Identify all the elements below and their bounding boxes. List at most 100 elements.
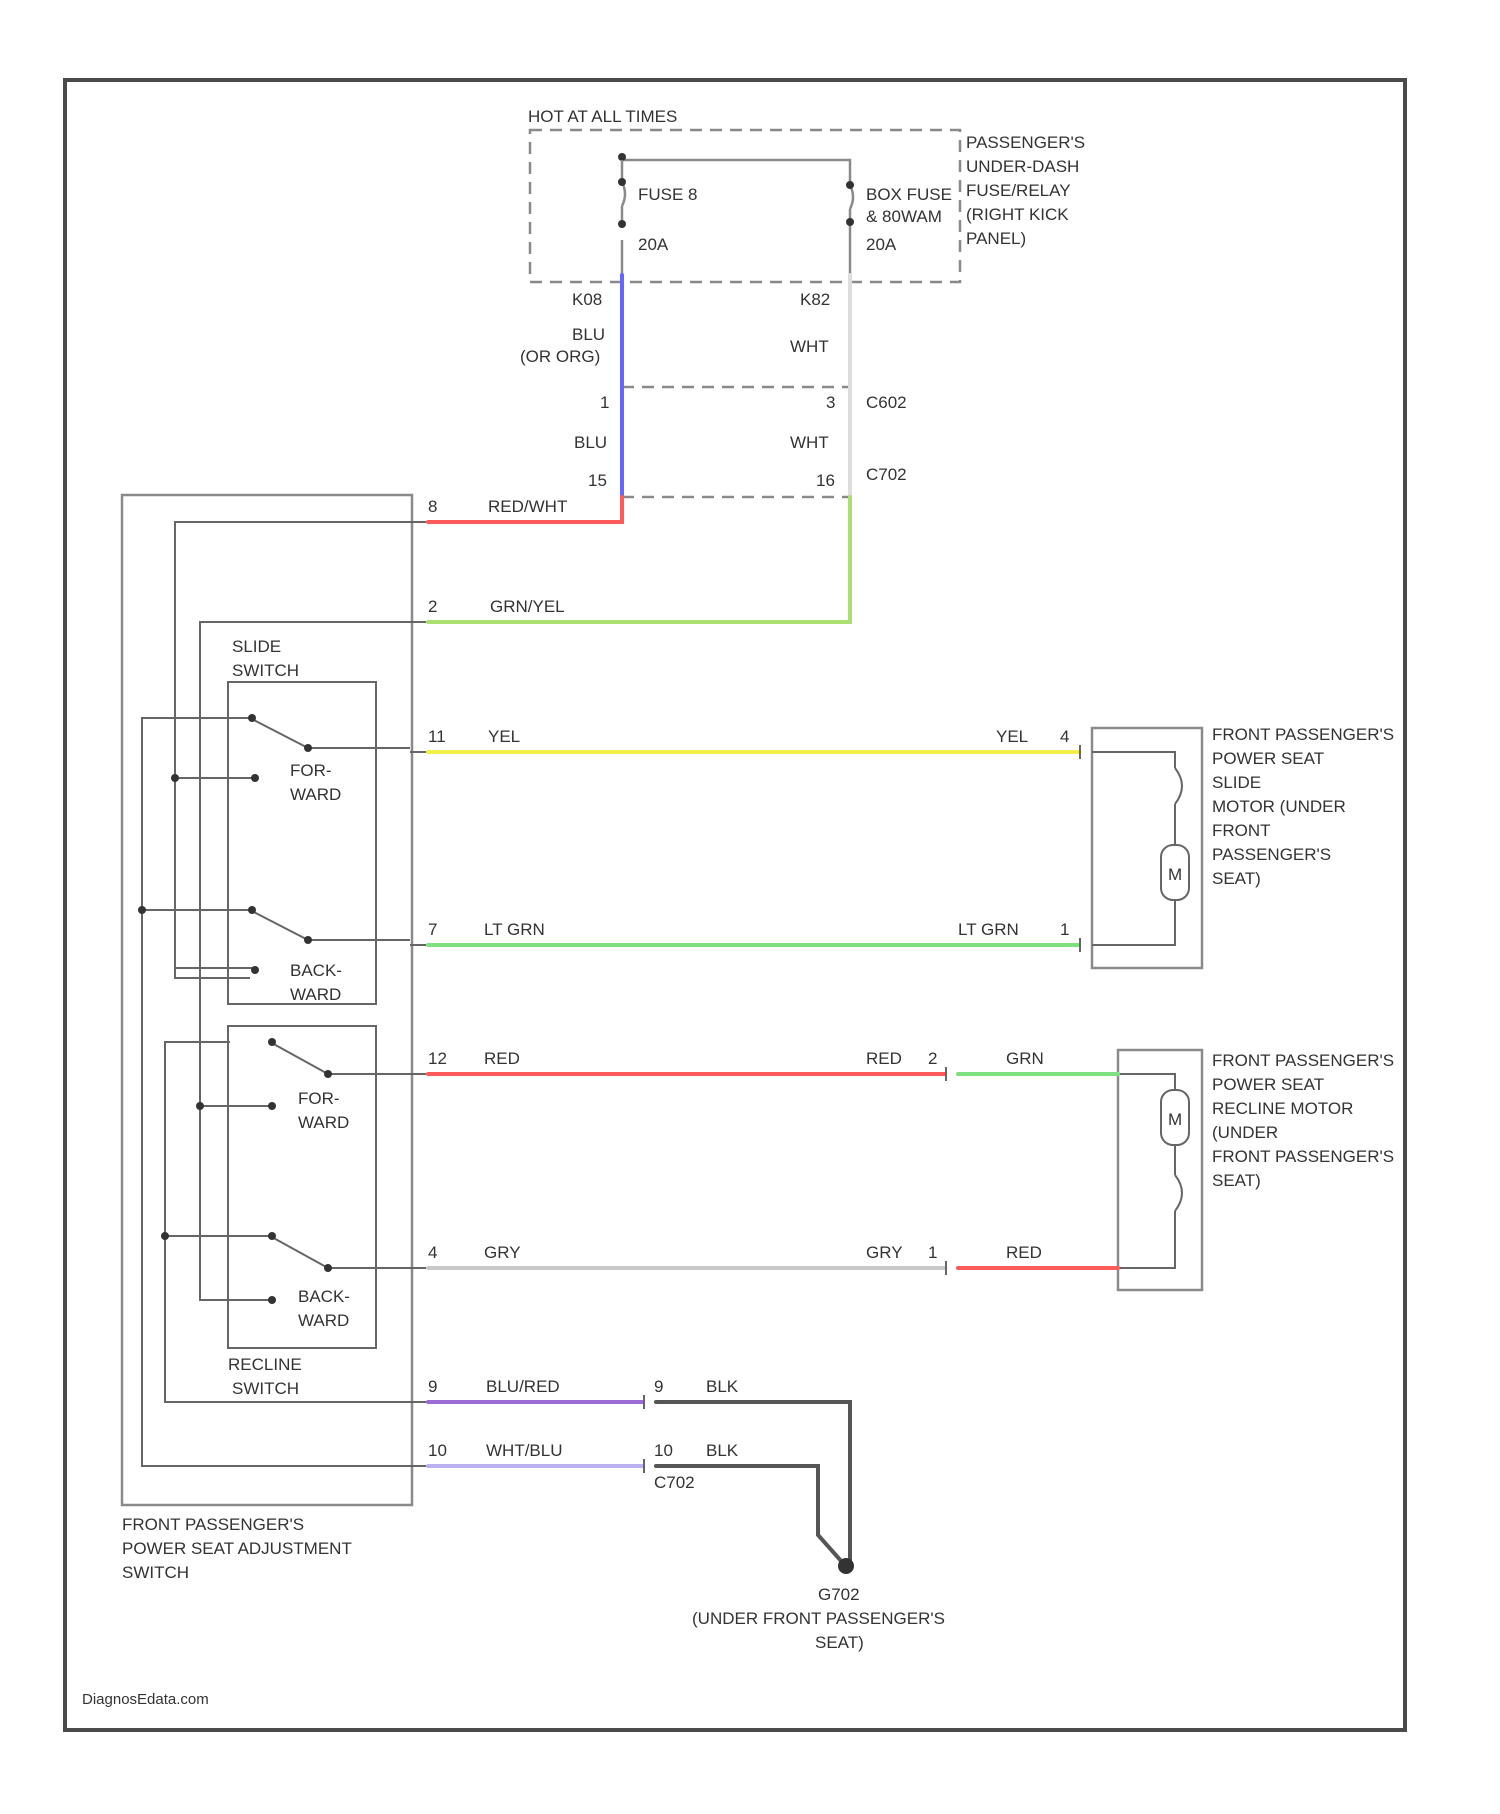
- pin-4-slide-motor: 4: [1060, 727, 1069, 746]
- recline-motor-m: M: [1168, 1110, 1182, 1129]
- recline-motor-internal: [1118, 1074, 1182, 1268]
- wire-label-wht-blu: WHT/BLU: [486, 1441, 563, 1460]
- wire-label-grn: GRN: [1006, 1049, 1044, 1068]
- fuse-left-name: FUSE 8: [638, 185, 698, 204]
- recline-backward-dot-a: [268, 1232, 276, 1240]
- fuse-box-outline: [530, 130, 960, 282]
- pin-7: 7: [428, 920, 437, 939]
- pin-11: 11: [428, 727, 446, 746]
- slide-motor-label-2: POWER SEAT: [1212, 749, 1324, 768]
- pin-8: 8: [428, 497, 437, 516]
- slide-backward-label-1: BACK-: [290, 961, 342, 980]
- recline-backward-dot-b: [324, 1264, 332, 1272]
- ground-g702: [838, 1558, 854, 1574]
- wire-label-blk-b: BLK: [706, 1441, 739, 1460]
- slide-motor-label-6: PASSENGER'S: [1212, 845, 1331, 864]
- pin-1-c602: 1: [600, 393, 609, 412]
- slide-forward-label-2: WARD: [290, 785, 341, 804]
- wire-label-red-wht: RED/WHT: [488, 497, 567, 516]
- slide-switch-label-2: SWITCH: [232, 661, 299, 680]
- fuse-bus-line: [622, 155, 850, 185]
- ground-label-3: SEAT): [815, 1633, 864, 1652]
- fuse-right-dot-bot: [846, 218, 854, 226]
- slide-forward-label-1: FOR-: [290, 761, 332, 780]
- fuse-right-symbol: [850, 185, 853, 275]
- slide-forward-dot-b: [304, 744, 312, 752]
- slide-forward-dot-c: [251, 774, 259, 782]
- wire-label-blk: BLK: [706, 1377, 739, 1396]
- recline-motor-label-6: SEAT): [1212, 1171, 1261, 1190]
- ground-label-2: (UNDER FRONT PASSENGER'S: [692, 1609, 945, 1628]
- slide-motor-label-1: FRONT PASSENGER'S: [1212, 725, 1394, 744]
- pin-16-c702: 16: [816, 471, 835, 490]
- fuse-right-name-2: & 80WAM: [866, 207, 942, 226]
- wire-label-yel-right: YEL: [996, 727, 1028, 746]
- pin-3-c602: 3: [826, 393, 835, 412]
- slide-backward-dot-c: [251, 966, 259, 974]
- connector-c602-label: C602: [866, 393, 907, 412]
- fuse-left-dot-top: [618, 178, 626, 186]
- connector-k08: K08: [572, 290, 602, 309]
- slide-motor-label-4: MOTOR (UNDER: [1212, 797, 1346, 816]
- recline-motor-label-2: POWER SEAT: [1212, 1075, 1324, 1094]
- switch-bus-wht-blu: [142, 718, 410, 1466]
- slide-motor-internal: [1092, 752, 1182, 945]
- recline-forward-dot-a: [268, 1038, 276, 1046]
- wire-label-yel: YEL: [488, 727, 520, 746]
- recline-backward-label-2: WARD: [298, 1311, 349, 1330]
- recline-backward-contact: [165, 1236, 410, 1300]
- connector-k82: K82: [800, 290, 830, 309]
- adjustment-switch-label-3: SWITCH: [122, 1563, 189, 1582]
- connector-c702-top-label: C702: [866, 465, 907, 484]
- pin-2-recline: 2: [928, 1049, 937, 1068]
- slide-backward-contact: [142, 910, 410, 968]
- wire-label-red-recline: RED: [1006, 1243, 1042, 1262]
- watermark: DiagnosEdata.com: [82, 1691, 209, 1708]
- recline-motor-box: [1118, 1050, 1202, 1290]
- fuse-bus-dot: [618, 153, 626, 161]
- slide-forward-dot-d: [171, 774, 179, 782]
- ground-label-1: G702: [818, 1585, 860, 1604]
- slide-switch-box: [228, 682, 376, 1004]
- fuse-box-label-2: UNDER-DASH: [966, 157, 1079, 176]
- pin-9-c702: 9: [654, 1377, 663, 1396]
- wire-label-gry: GRY: [484, 1243, 521, 1262]
- connector-c702-bottom-label: C702: [654, 1473, 695, 1492]
- recline-forward-label-2: WARD: [298, 1113, 349, 1132]
- recline-backward-dot-d: [161, 1232, 169, 1240]
- slide-motor-label-3: SLIDE: [1212, 773, 1261, 792]
- pin-9: 9: [428, 1377, 437, 1396]
- fuse-box-label-5: PANEL): [966, 229, 1026, 248]
- slide-backward-dot-a: [248, 906, 256, 914]
- recline-motor-label-1: FRONT PASSENGER'S: [1212, 1051, 1394, 1070]
- recline-motor-label-3: RECLINE MOTOR: [1212, 1099, 1353, 1118]
- recline-switch-label-2: SWITCH: [232, 1379, 299, 1398]
- slide-switch-label-1: SLIDE: [232, 637, 281, 656]
- pin-1-recline: 1: [928, 1243, 937, 1262]
- wire-label-blu-top-1: BLU: [572, 325, 605, 344]
- pin-10-c702: 10: [654, 1441, 673, 1460]
- wire-label-lt-grn: LT GRN: [484, 920, 545, 939]
- slide-motor-label-7: SEAT): [1212, 869, 1261, 888]
- fuse-right-amp: 20A: [866, 235, 897, 254]
- slide-forward-dot-a: [248, 714, 256, 722]
- fuse-left-dot-bot: [618, 220, 626, 228]
- recline-motor-label-5: FRONT PASSENGER'S: [1212, 1147, 1394, 1166]
- slide-backward-dot-d: [138, 906, 146, 914]
- wire-label-gry-right: GRY: [866, 1243, 903, 1262]
- slide-backward-dot-b: [304, 936, 312, 944]
- wire-label-blu-red: BLU/RED: [486, 1377, 560, 1396]
- connector-markers: [410, 522, 1080, 1473]
- recline-motor-label-4: (UNDER: [1212, 1123, 1278, 1142]
- pin-2: 2: [428, 597, 437, 616]
- adjustment-switch-label-2: POWER SEAT ADJUSTMENT: [122, 1539, 352, 1558]
- fuse-left-symbol: [622, 160, 625, 275]
- slide-backward-label-2: WARD: [290, 985, 341, 1004]
- recline-forward-dot-c: [268, 1102, 276, 1110]
- wire-label-blu-mid: BLU: [574, 433, 607, 452]
- recline-forward-dot-d: [196, 1102, 204, 1110]
- wire-label-lt-grn-right: LT GRN: [958, 920, 1019, 939]
- recline-backward-dot-c: [268, 1296, 276, 1304]
- wire-label-wht-top: WHT: [790, 337, 829, 356]
